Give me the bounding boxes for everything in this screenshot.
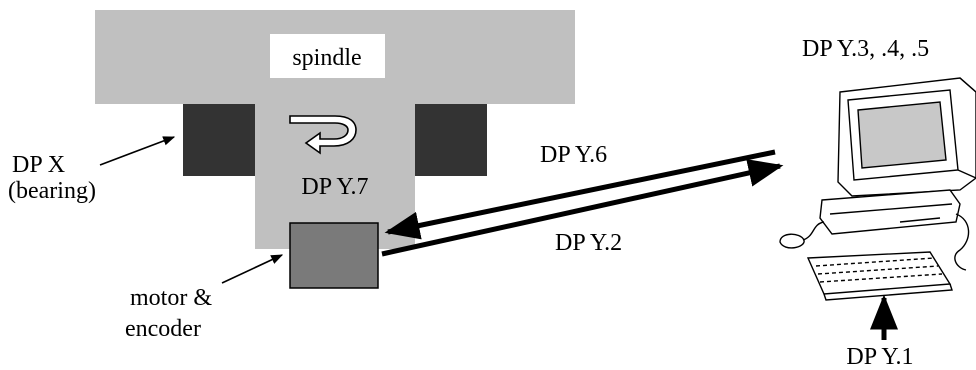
monitor-screen	[857, 101, 947, 169]
system-unit	[819, 189, 961, 235]
dp-x-pointer-arrow	[99, 136, 176, 166]
dp-x-label: DP X	[12, 152, 65, 178]
motor-pointer-arrow	[221, 254, 284, 284]
dp-x-bearing-label: (bearing)	[8, 178, 96, 204]
motor-label: motor &	[130, 285, 212, 311]
mouse	[779, 233, 805, 249]
computer-icon	[779, 77, 976, 301]
dp-y2-label: DP Y.2	[555, 230, 622, 256]
dp-y2-arrow	[384, 149, 776, 240]
motor-encoder-block	[289, 222, 379, 289]
bearing-right	[415, 104, 487, 176]
dp-y7-label: DP Y.7	[301, 174, 368, 200]
spindle-label-box	[270, 34, 385, 78]
encoder-label: encoder	[125, 316, 201, 342]
dp-y1-label: DP Y.1	[846, 344, 913, 370]
dp-y345-label: DP Y.3, .4, .5	[802, 36, 929, 62]
dp-y6-arrow	[381, 159, 784, 257]
spindle-label: spindle	[292, 45, 361, 71]
bearing-left	[183, 104, 255, 176]
dp-y6-label: DP Y.6	[540, 142, 607, 168]
spindle-housing	[95, 10, 575, 249]
rotation-arrow-icon	[289, 115, 357, 155]
